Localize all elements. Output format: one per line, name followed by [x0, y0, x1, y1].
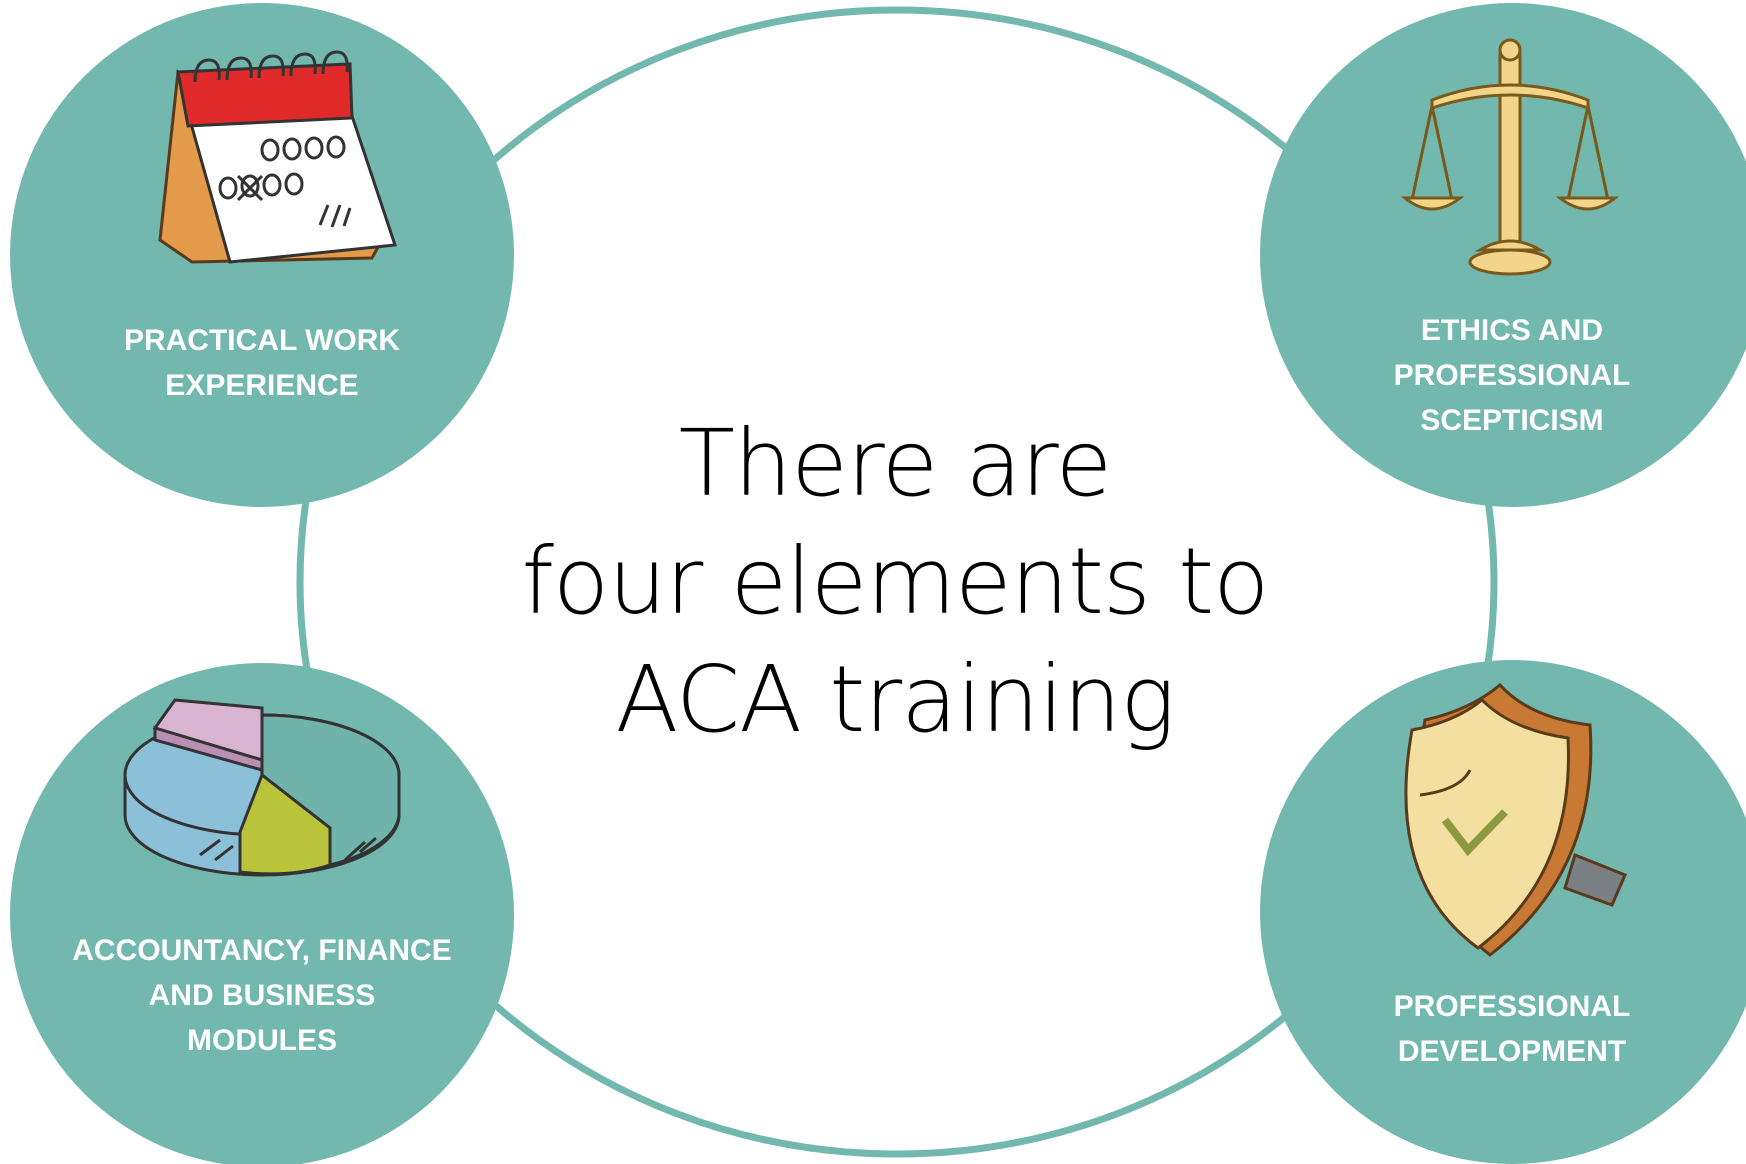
node-label-practical: PRACTICAL WORK EXPERIENCE [62, 318, 462, 408]
node-label-ethics: ETHICS AND PROFESSIONAL SCEPTICISM [1312, 308, 1712, 443]
center-title: There are four elements to ACA training [440, 405, 1350, 759]
node-label-line: ETHICS AND [1420, 314, 1604, 347]
node-label-line: EXPERIENCE [165, 369, 359, 402]
node-label-line: DEVELOPMENT [1397, 1035, 1627, 1068]
scales-of-justice-icon [1400, 38, 1620, 276]
shield-check-icon [1404, 682, 1627, 957]
node-label-line: AND BUSINESS [148, 979, 376, 1012]
node-label-line: MODULES [187, 1024, 337, 1057]
node-label-line: PRACTICAL WORK [123, 324, 401, 357]
node-label-development: PROFESSIONAL DEVELOPMENT [1312, 984, 1712, 1074]
center-title-line: ACA training [615, 646, 1176, 753]
center-title-line: four elements to [521, 528, 1270, 635]
node-label-modules: ACCOUNTANCY, FINANCE AND BUSINESS MODULE… [42, 928, 482, 1063]
pie-chart-icon [123, 698, 401, 877]
node-label-line: PROFESSIONAL [1393, 359, 1631, 392]
node-label-line: SCEPTICISM [1420, 404, 1604, 437]
cycle-ring [296, 6, 1498, 1158]
calendar-icon [158, 50, 398, 264]
node-label-line: ACCOUNTANCY, FINANCE [72, 934, 452, 967]
node-label-line: PROFESSIONAL [1393, 990, 1631, 1023]
center-title-line: There are [678, 410, 1113, 517]
